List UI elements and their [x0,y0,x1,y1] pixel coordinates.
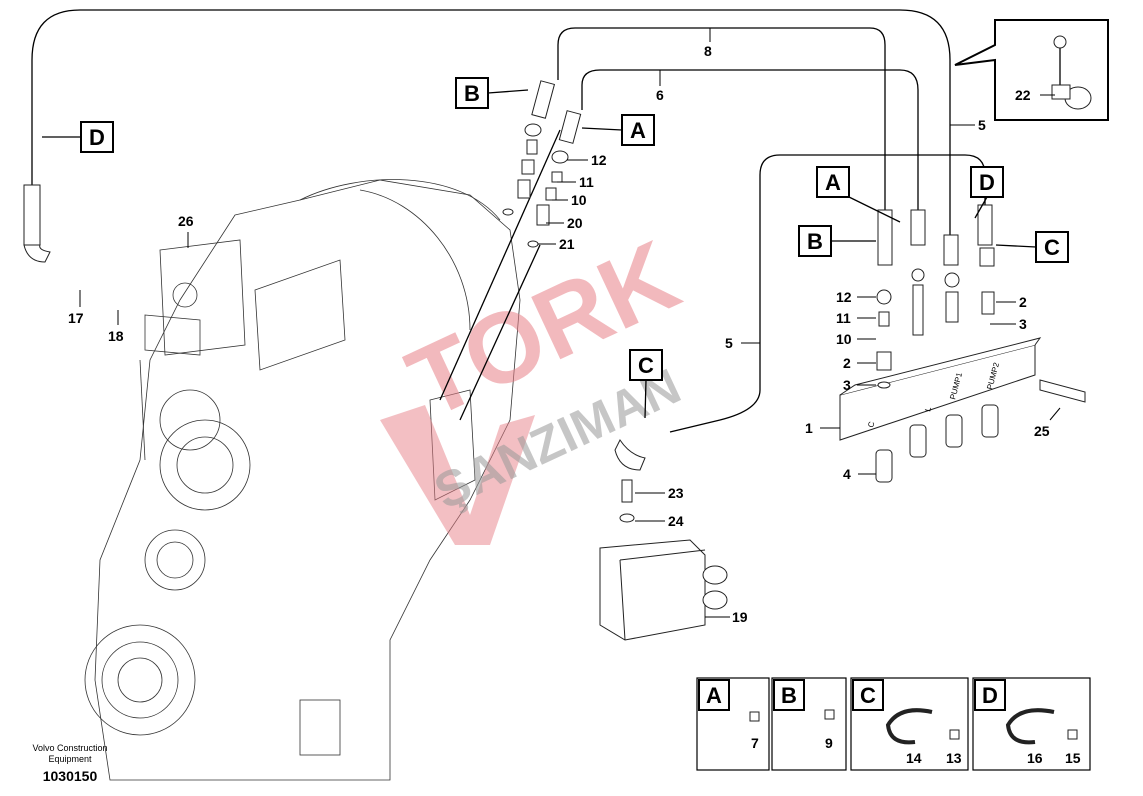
inset-clamp-22 [954,19,1109,121]
callout-11-left: 11 [579,174,594,190]
callout-4: 4 [843,466,851,482]
svg-text:B: B [464,81,480,106]
callout-21: 21 [559,236,575,252]
callout-2-left: 2 [843,355,851,371]
ref-a-right: A [816,166,901,223]
ref-c-mid: C [629,349,663,419]
ref-b-top: B [455,77,529,109]
inset-d: D 16 15 [972,677,1091,771]
control-valve [599,439,728,641]
callout-22: 22 [1015,87,1031,103]
callout-26: 26 [178,213,194,229]
callout-24: 24 [668,513,684,529]
svg-text:D: D [979,170,995,195]
transmission-housing-drawing [84,179,521,781]
callout-9: 9 [825,735,833,751]
watermark: TORK ŞANZIMAN [380,219,694,545]
inset-b: B 9 [771,677,847,771]
hoses [23,9,993,433]
svg-text:D: D [89,125,105,150]
callout-19: 19 [732,609,748,625]
ref-d-left: D [42,121,114,153]
fittings-upper-left [502,123,569,248]
detail-insets: A 7 B 9 C 14 13 D 16 15 [696,677,1091,771]
svg-text:C: C [638,353,654,378]
svg-text:A: A [630,118,646,143]
callout-25: 25 [1034,423,1050,439]
svg-text:A: A [825,170,841,195]
marking-l: L [923,405,933,412]
callout-8: 8 [704,43,712,59]
callout-13: 13 [946,750,962,766]
callout-16: 16 [1027,750,1043,766]
letter-references: B A D A D B C C [42,77,1069,419]
ref-c-right: C [995,231,1069,263]
svg-text:A: A [706,683,722,708]
leader-lines [79,28,1061,618]
svg-text:B: B [807,229,823,254]
callout-6: 6 [656,87,664,103]
ref-d-right: D [970,166,1004,219]
callout-18: 18 [108,328,124,344]
svg-text:D: D [982,683,998,708]
drawing-number: 1030150 [43,768,98,784]
callout-12-left: 12 [591,152,607,168]
callout-12-right: 12 [836,289,852,305]
callout-11-right: 11 [836,310,851,326]
callout-1: 1 [805,420,813,436]
callout-20: 20 [567,215,583,231]
manifold-block: C L PUMP1 PUMP2 [839,247,1086,483]
callout-10-left: 10 [571,192,587,208]
company-name-line2: Equipment [48,754,92,764]
drawing-footer: Volvo Construction Equipment 1030150 [32,743,107,784]
callouts: 8 6 5 22 26 17 18 12 11 10 20 21 12 11 1… [68,43,1050,625]
callout-5-mid: 5 [725,335,733,351]
ref-b-right: B [798,225,876,257]
callout-10-right: 10 [836,331,852,347]
callout-15: 15 [1065,750,1081,766]
callout-2-right: 2 [1019,294,1027,310]
marking-c: C [866,420,876,428]
company-name: Volvo Construction [32,743,107,753]
ref-a-top: A [581,114,655,146]
inset-c: C 14 13 [850,677,969,771]
callout-7: 7 [751,735,759,751]
svg-text:B: B [781,683,797,708]
callout-3-right: 3 [1019,316,1027,332]
callout-5-top: 5 [978,117,986,133]
callout-17: 17 [68,310,84,326]
callout-3-left: 3 [843,377,851,393]
svg-text:C: C [860,683,876,708]
svg-text:C: C [1044,235,1060,260]
callout-23: 23 [668,485,684,501]
callout-14: 14 [906,750,922,766]
inset-a: A 7 [696,677,770,771]
